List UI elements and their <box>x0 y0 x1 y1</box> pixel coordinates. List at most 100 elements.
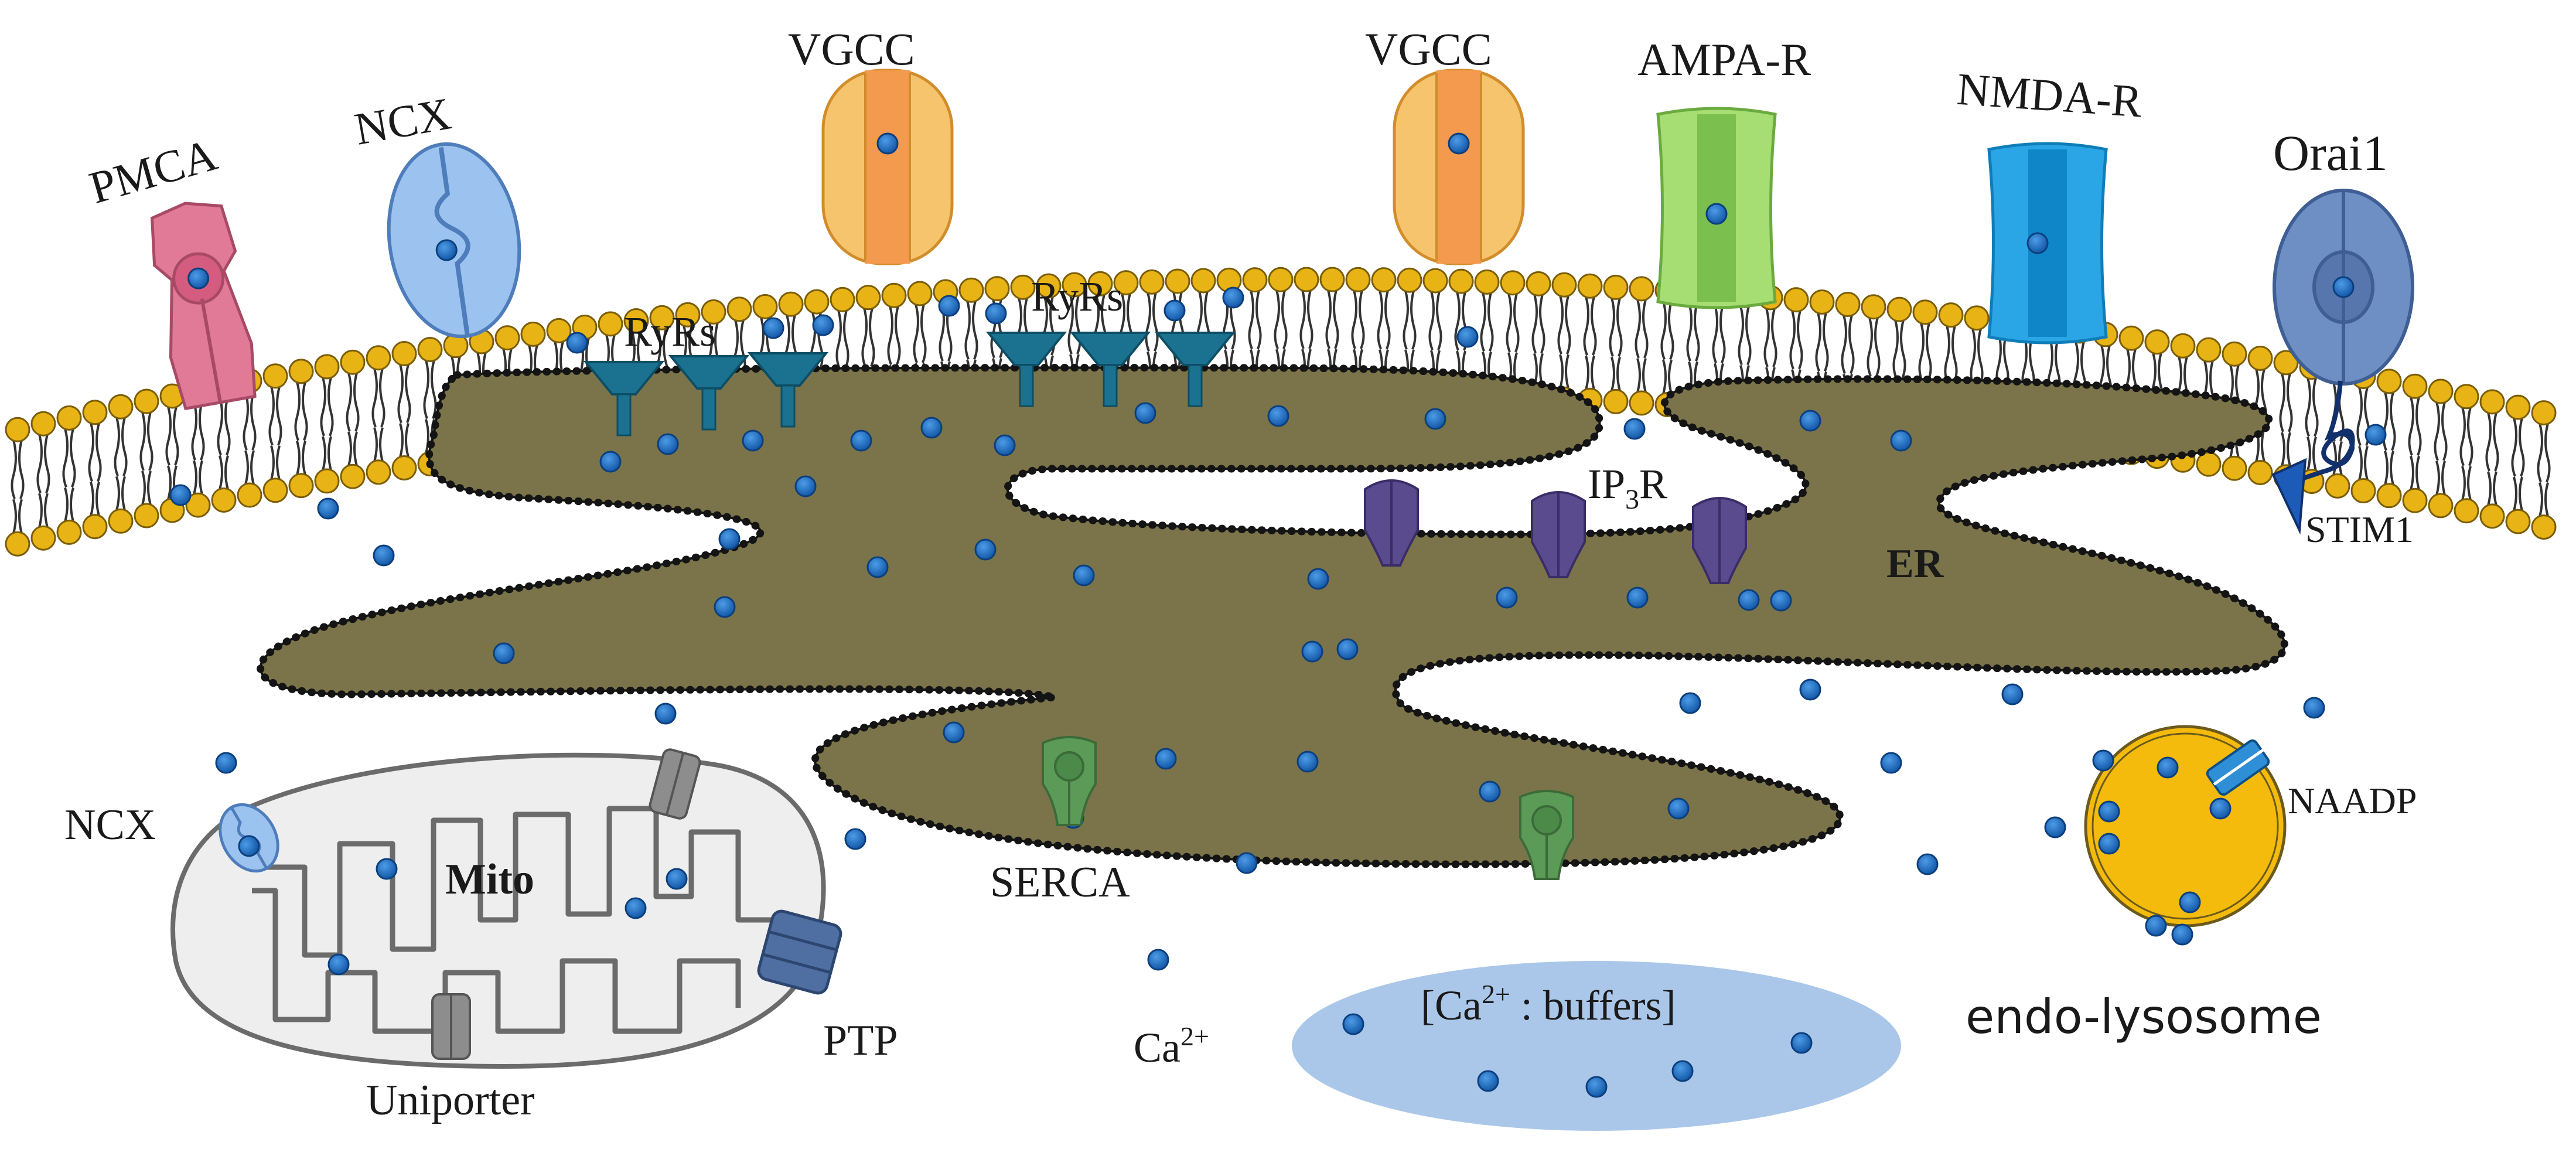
calcium-ion <box>1134 402 1156 424</box>
calcium-ion <box>2145 915 2167 937</box>
calcium-ion <box>2157 756 2179 779</box>
calcium-ion <box>1890 429 1912 452</box>
calcium-ion <box>215 752 237 774</box>
calcium-ion <box>794 475 817 497</box>
calcium-ion <box>2001 683 2024 705</box>
calcium-ion <box>920 417 943 439</box>
calcium-ion <box>1307 568 1329 590</box>
label-endo-lysosome: endo-lysosome <box>1966 990 2322 1044</box>
calcium-ion <box>2098 833 2120 855</box>
vgcc-channel <box>821 69 954 265</box>
calcium-ion <box>1336 638 1359 660</box>
ampa-receptor <box>1656 107 1777 309</box>
orai1-channel <box>2273 189 2414 386</box>
calcium-ion <box>1477 1070 1499 1092</box>
calcium-ion <box>1342 1013 1364 1035</box>
calcium-ion <box>1456 326 1479 348</box>
label-ca-buffers: [Ca2+ : buffers] <box>1421 979 1676 1029</box>
calcium-ion <box>1496 587 1518 609</box>
naadp-channel <box>2206 729 2294 796</box>
calcium-ion <box>317 497 339 520</box>
calcium-ion <box>943 721 965 744</box>
label-mito: Mito <box>445 855 534 903</box>
calcium-ion <box>376 858 398 880</box>
calcium-ion <box>493 642 515 664</box>
ip3-receptor <box>1531 491 1586 578</box>
calcium-ion <box>985 302 1007 325</box>
ryanodine-receptor <box>668 355 750 431</box>
calcium-ions <box>169 287 2387 1098</box>
pmca-pump <box>150 202 257 411</box>
calcium-ion <box>1880 752 1902 774</box>
calcium-ion <box>1916 853 1939 875</box>
label-naadp: NAADP <box>2288 780 2417 821</box>
calcium-ion <box>2179 891 2201 913</box>
calcium-ion <box>1267 405 1289 427</box>
vgcc-channel <box>1393 69 1525 265</box>
calcium-ion <box>850 429 872 452</box>
label-ptp: PTP <box>823 1017 898 1065</box>
calcium-ion <box>1671 1060 1694 1082</box>
label-stim1: STIM1 <box>2305 509 2414 550</box>
calcium-ion <box>1770 589 1792 612</box>
calcium-ion <box>373 544 395 567</box>
ryanodine-receptor <box>747 352 829 428</box>
calcium-ion <box>327 953 350 976</box>
calcium-ion <box>844 828 866 850</box>
label-uniporter: Uniporter <box>366 1076 535 1124</box>
calcium-ion <box>1222 287 1244 309</box>
calcium-ion <box>718 528 741 550</box>
calcium-ion <box>1147 949 1169 971</box>
mitochondrial-channel <box>649 748 701 820</box>
calcium-ion <box>2098 800 2120 823</box>
calcium-ion <box>599 451 622 473</box>
calcium-ion <box>742 429 764 452</box>
calcium-ion <box>1155 748 1177 770</box>
calcium-buffer-pool <box>1292 961 1901 1131</box>
calcium-ion <box>866 556 889 578</box>
ip3-receptor <box>1364 479 1419 567</box>
ryanodine-receptor <box>985 332 1067 407</box>
label-serca: SERCA <box>990 858 1130 906</box>
label-ca: Ca2+ <box>1134 1021 1209 1071</box>
label-ryrs-2: RyRs <box>1031 273 1123 320</box>
calcium-ion <box>1626 587 1649 609</box>
calcium-ion <box>1667 797 1690 820</box>
label-vgcc-2: VGCC <box>1365 23 1492 74</box>
calcium-ion <box>2044 816 2066 838</box>
calcium-ion <box>974 538 997 561</box>
serca-pump <box>1042 736 1097 826</box>
label-ryrs-1: RyRs <box>624 308 716 355</box>
label-ip3r: IP3R <box>1588 461 1667 515</box>
calcium-ion <box>1799 410 1821 432</box>
serca-pump <box>1519 790 1574 880</box>
mitochondrion <box>170 752 826 1069</box>
calcium-ion <box>1738 589 1760 611</box>
calcium-ion <box>1679 692 1701 714</box>
calcium-ion <box>1073 564 1095 587</box>
mitochondrial-uniporter <box>431 993 471 1060</box>
endoplasmic-reticulum <box>257 364 2288 868</box>
label-ncx-mito: NCX <box>64 801 156 849</box>
label-ampa-r: AMPA-R <box>1637 34 1811 85</box>
ryanodine-receptor <box>1069 332 1151 407</box>
ryanodine-receptor <box>1154 332 1236 407</box>
calcium-ion <box>1790 1032 1813 1054</box>
calcium-ion <box>657 433 679 455</box>
calcium-ion <box>938 295 960 317</box>
nmda-receptor <box>1987 142 2108 345</box>
mitochondrial-cristae <box>264 806 773 958</box>
membrane-channels <box>150 69 2414 1060</box>
calcium-ion <box>625 897 647 919</box>
calcium-ion <box>2092 749 2114 772</box>
label-nmda-r: NMDA-R <box>1956 63 2144 127</box>
label-er: ER <box>1886 541 1944 587</box>
calcium-ion <box>1301 640 1323 663</box>
calcium-ion <box>1236 852 1258 874</box>
calcium-ion <box>1623 418 1646 440</box>
calcium-ion <box>2171 923 2193 946</box>
calcium-ion <box>1585 1076 1608 1098</box>
calcium-ion <box>1799 679 1821 701</box>
calcium-ion <box>1424 408 1446 430</box>
calcium-ion <box>2365 424 2387 446</box>
